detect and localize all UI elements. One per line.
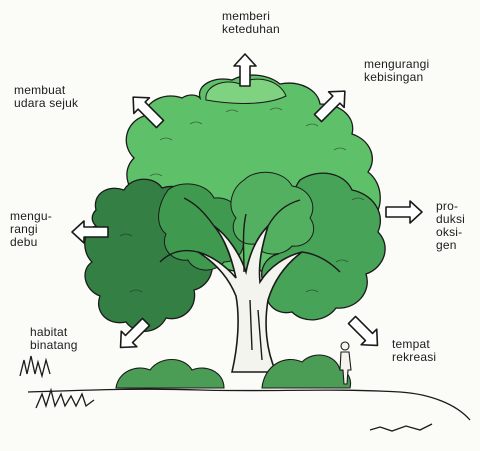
label-produksi-oksigen: pro- duksi oksi- gen [436, 200, 465, 252]
arrow-right-icon [386, 201, 422, 223]
label-memberi-keteduhan: memberi keteduhan [222, 10, 280, 36]
label-tempat-rekreasi: tempat rekreasi [392, 338, 436, 364]
label-habitat-binatang: habitat binatang [30, 326, 78, 352]
shrub-left [116, 360, 224, 389]
label-mengurangi-kebisingan: mengurangi kebisingan [364, 58, 429, 84]
arrow-down-right-icon [344, 312, 385, 353]
label-membuat-udara-sejuk: membuat udara sejuk [14, 84, 78, 110]
shrub-right [262, 355, 351, 388]
label-mengurangi-debu: mengu- rangi debu [10, 210, 52, 249]
